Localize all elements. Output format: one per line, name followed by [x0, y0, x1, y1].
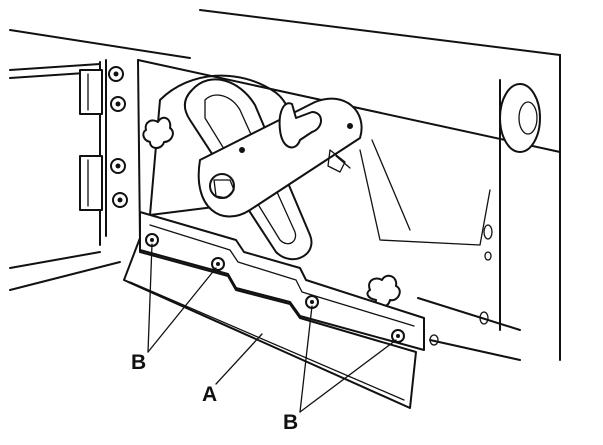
housing-holes — [429, 224, 493, 346]
scraper-blade — [123, 237, 417, 409]
callout-a: A — [202, 383, 218, 406]
arm-plate — [197, 97, 363, 218]
lower-hinge — [79, 155, 103, 211]
right-wing-knob — [366, 274, 401, 308]
small-linkage — [327, 149, 351, 173]
leader-lines — [147, 243, 397, 413]
callout-b-left: B — [131, 351, 147, 374]
side-plate-bolts — [108, 66, 128, 208]
callout-b-right: B — [283, 411, 299, 434]
upper-hinge — [79, 69, 103, 115]
mounting-bar — [139, 211, 425, 351]
top-wing-knob — [278, 102, 322, 149]
roller — [499, 83, 541, 153]
left-wing-knob — [142, 116, 174, 149]
